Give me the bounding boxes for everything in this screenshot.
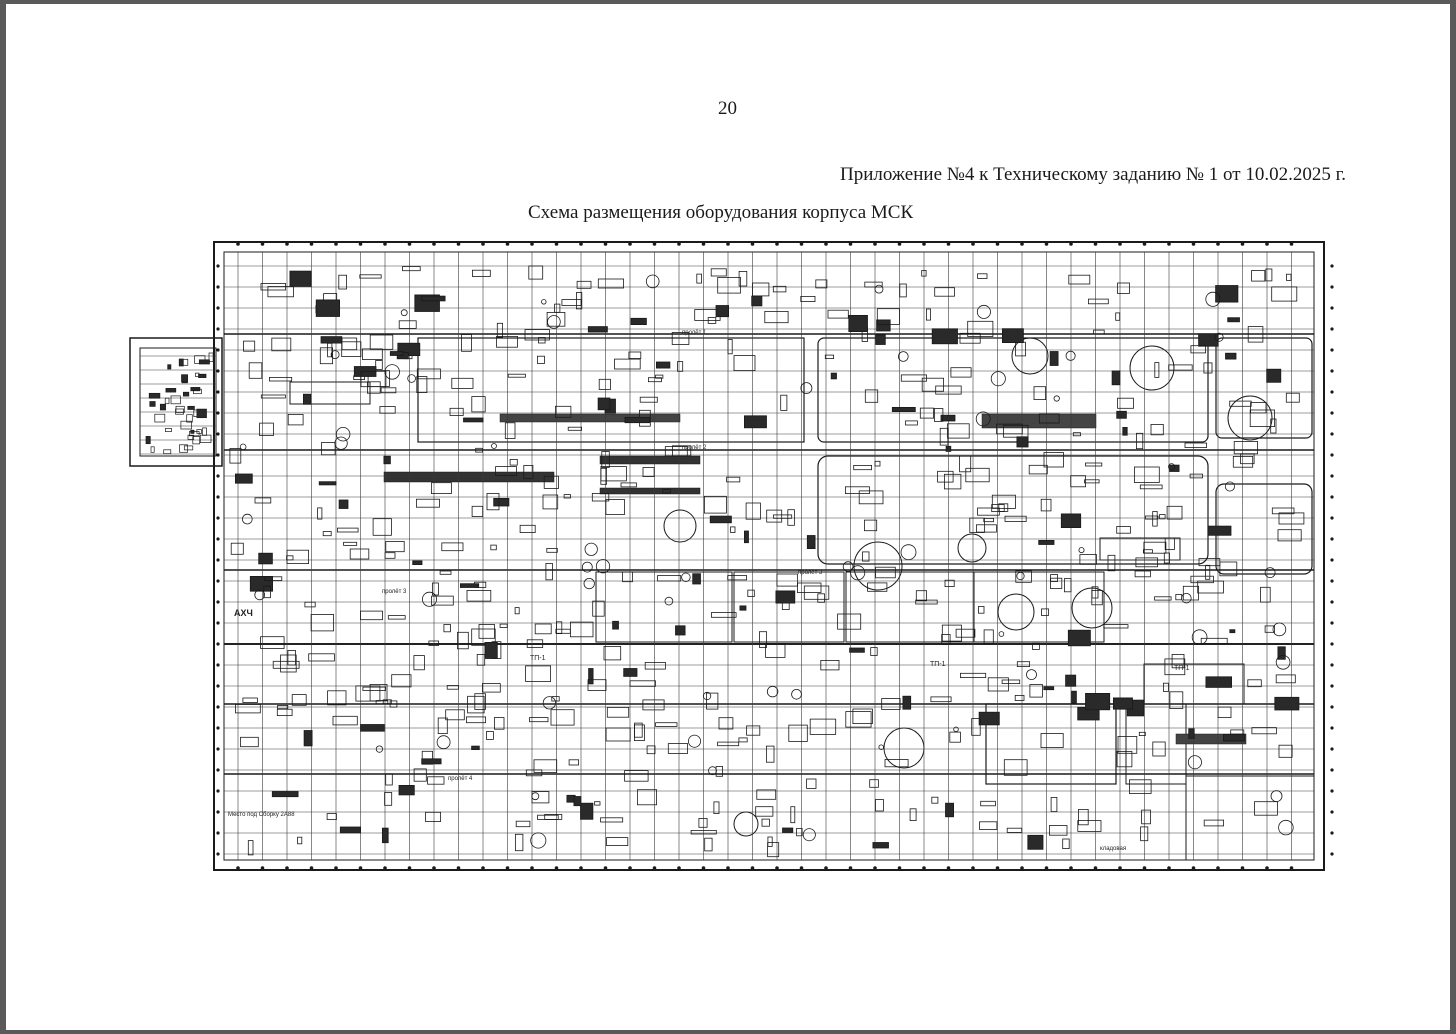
- axh-room-label: АХЧ: [234, 608, 253, 618]
- tp-3-label: ТП-1: [1174, 665, 1190, 672]
- bay-4-label: пролёт 4: [448, 776, 473, 782]
- page-number: 20: [718, 98, 737, 119]
- bay-3-label: пролёт 3: [798, 570, 823, 576]
- scheme-title: Схема размещения оборудования корпуса МС…: [528, 202, 914, 223]
- bay-3b-label: пролёт 3: [382, 589, 407, 595]
- tp-2-label: ТП-1: [930, 661, 946, 668]
- assembly-site-label: Место под Сборку 2А88: [228, 812, 295, 818]
- bay-1-label: пролёт 1: [682, 330, 707, 336]
- document-page: пролёт 1 пролёт 2 пролёт 3 пролёт 3 прол…: [6, 4, 1450, 1030]
- appendix-heading: Приложение №4 к Техническому заданию № 1…: [840, 164, 1346, 185]
- storage-label: кладовая: [1100, 846, 1126, 852]
- bay-2-label: пролёт 2: [682, 445, 707, 451]
- tp-1-label: ТП-1: [530, 655, 546, 662]
- equipment-layout-drawing: пролёт 1 пролёт 2 пролёт 3 пролёт 3 прол…: [129, 241, 1334, 871]
